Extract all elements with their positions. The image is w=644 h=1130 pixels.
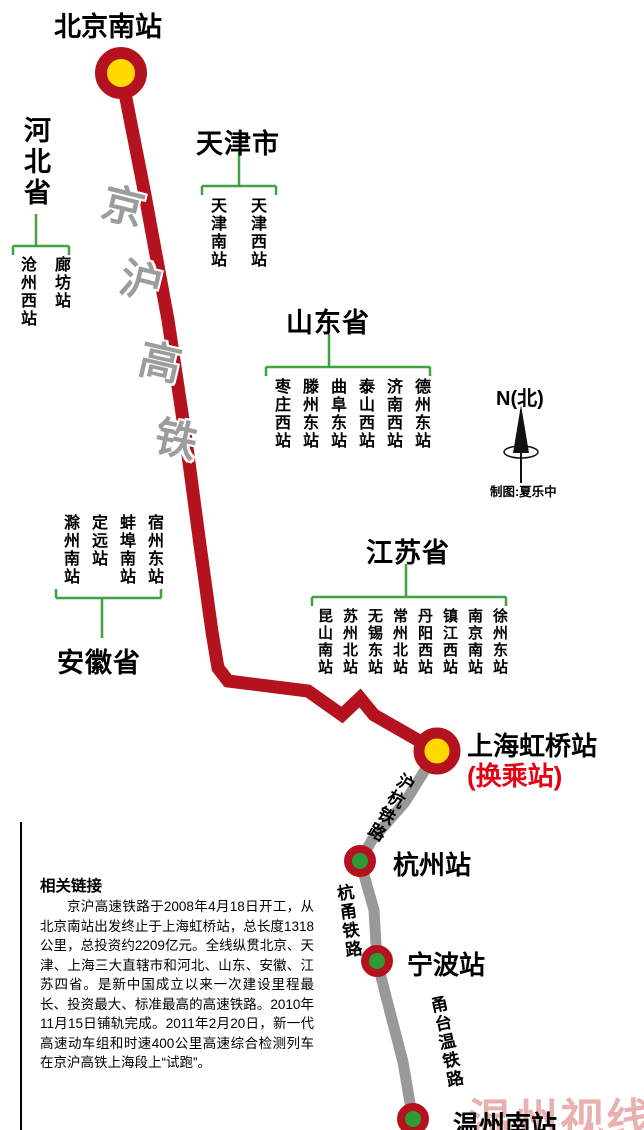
station-name-tianjinxi: 天津西站 bbox=[248, 197, 265, 269]
station-name-changzhoubei: 常州北站 bbox=[391, 608, 408, 676]
compass-north-label: N(北) bbox=[496, 388, 544, 410]
jinghu-hsr-line bbox=[114, 66, 444, 758]
station-name-zaozhuangxi: 枣庄西站 bbox=[272, 378, 289, 450]
hangzhou-label: 杭州站 bbox=[393, 850, 472, 880]
region-label-tianjin: 天津市 bbox=[196, 129, 280, 159]
jiangsu-bracket bbox=[310, 564, 508, 606]
hebei-bracket bbox=[11, 214, 71, 255]
region-label-shandong: 山东省 bbox=[286, 308, 370, 338]
transfer-note-label: (换乘站) bbox=[467, 761, 563, 791]
station-name-suzhoudong: 宿州东站 bbox=[145, 514, 162, 586]
compass-needle bbox=[503, 405, 539, 483]
route-name-char-tie: 铁 bbox=[150, 412, 202, 467]
station-name-chuzhounan: 滁州南站 bbox=[61, 514, 78, 586]
station-name-taishanxi: 泰山西站 bbox=[356, 378, 373, 450]
shandong-bracket bbox=[264, 334, 432, 376]
station-name-suzhoubei: 苏州北站 bbox=[341, 608, 358, 676]
ningbo-label: 宁波站 bbox=[407, 950, 486, 980]
region-label-anhui: 安徽省 bbox=[57, 648, 141, 678]
tianjin-bracket bbox=[200, 152, 278, 195]
cartographer-credit: 制图:夏乐中 bbox=[490, 485, 557, 499]
hangzhou-marker bbox=[344, 845, 376, 877]
wenzhou-south-marker bbox=[397, 1103, 429, 1130]
station-name-xuzhoudong: 徐州东站 bbox=[491, 608, 508, 676]
anhui-bracket bbox=[54, 589, 163, 638]
region-label-jiangsu: 江苏省 bbox=[366, 538, 450, 568]
beijing-south-label: 北京南站 bbox=[54, 12, 162, 42]
station-name-dezhoudong: 德州东站 bbox=[412, 378, 429, 450]
info-box-body: 京沪高速铁路于2008年4月18日开工，从北京南站出发终止于上海虹桥站，总长度1… bbox=[40, 899, 314, 1070]
station-name-kunshannan: 昆山南站 bbox=[316, 608, 333, 676]
info-box-rule bbox=[20, 822, 22, 1130]
station-name-cangzhouxi: 沧州西站 bbox=[18, 256, 35, 328]
station-name-dingyuan: 定远站 bbox=[89, 514, 106, 568]
station-name-wuxidong: 无锡东站 bbox=[366, 608, 383, 676]
station-name-bengbunan: 蚌埠南站 bbox=[117, 514, 134, 586]
station-name-tianjinnan: 天津南站 bbox=[208, 197, 225, 269]
station-name-danyangxi: 丹阳西站 bbox=[416, 608, 433, 676]
station-name-langfang: 廊坊站 bbox=[52, 256, 69, 310]
region-label-hebei: 河北省 bbox=[20, 116, 50, 209]
watermark: 温州视线 bbox=[468, 1096, 644, 1130]
ningbo-marker bbox=[361, 945, 393, 977]
south-rail-line bbox=[354, 745, 443, 1127]
station-name-nanjingnan: 南京南站 bbox=[466, 608, 483, 676]
station-name-zhenjiangxi: 镇江西站 bbox=[441, 608, 458, 676]
wenzhou-south-label: 温州南站 bbox=[453, 1110, 558, 1130]
station-name-tengzhoudong: 滕州东站 bbox=[300, 378, 317, 450]
beijing-south-marker bbox=[95, 47, 147, 99]
info-box-heading: 相关链接 bbox=[40, 878, 103, 895]
shanghai-hongqiao-label: 上海虹桥站 bbox=[467, 731, 598, 761]
station-name-jinanxi: 济南西站 bbox=[384, 378, 401, 450]
station-name-qufudong: 曲阜东站 bbox=[328, 378, 345, 450]
shanghai-hongqiao-marker bbox=[413, 727, 461, 775]
